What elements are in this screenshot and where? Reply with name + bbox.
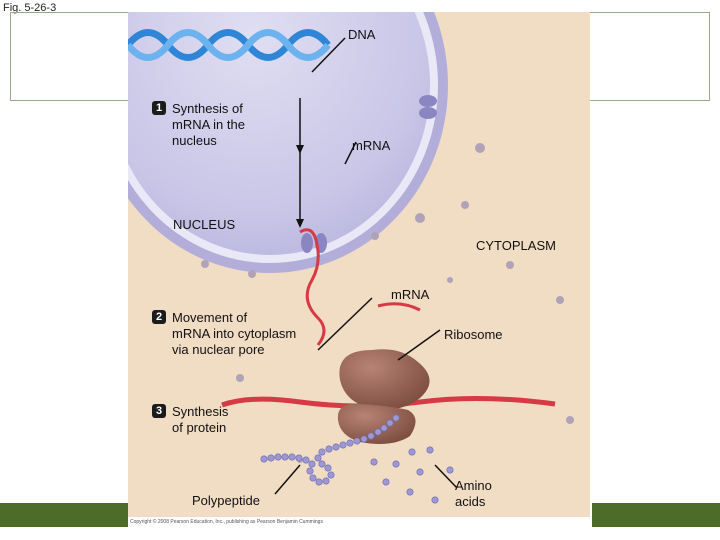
- step-1-badge: 1: [152, 101, 166, 115]
- dna-label: DNA: [348, 27, 376, 42]
- ribosome-label: Ribosome: [444, 327, 503, 342]
- polypeptide-label: Polypeptide: [192, 493, 260, 508]
- dna-strand-b: [128, 29, 331, 61]
- cytoplasm-label: CYTOPLASM: [476, 238, 556, 253]
- pointer-lines: [274, 37, 458, 495]
- mrna-nucleus-strand: [299, 228, 326, 346]
- ribosome-large-subunit: [339, 349, 430, 410]
- nucleus-label: NUCLEUS: [173, 217, 236, 232]
- figure-label: Fig. 5-26-3: [3, 2, 57, 14]
- dna-strand-a: [128, 29, 331, 61]
- amino-acids: [370, 446, 454, 504]
- step-2-text: Movement of mRNA into cytoplasm via nucl…: [172, 310, 297, 357]
- nucleus: [128, 12, 430, 255]
- slide-footer-bar-left: [0, 503, 128, 527]
- step-3-badge: 3: [152, 404, 166, 418]
- slide-footer-bar-right: [592, 503, 720, 527]
- mrna-cytoplasm-label: mRNA: [391, 287, 430, 302]
- slide-right-rule: [709, 12, 710, 100]
- slide-top-rule: [10, 12, 11, 100]
- mrna-upper-strand: [377, 302, 421, 312]
- step-2-badge: 2: [152, 310, 166, 324]
- nuclear-pore-upper: [419, 95, 437, 119]
- step-3-text: Synthesis of protein: [172, 404, 229, 435]
- arrowheads: [296, 145, 304, 228]
- step-1-text: Synthesis of mRNA in the nucleus: [172, 101, 245, 148]
- amino-acids-label: Amino acids: [455, 478, 492, 509]
- mrna-nucleus-label: mRNA: [352, 138, 391, 153]
- polypeptide-chain: [260, 414, 400, 486]
- copyright-notice: Copyright © 2008 Pearson Education, Inc.…: [130, 519, 323, 525]
- ribosome-small-subunit: [337, 403, 416, 444]
